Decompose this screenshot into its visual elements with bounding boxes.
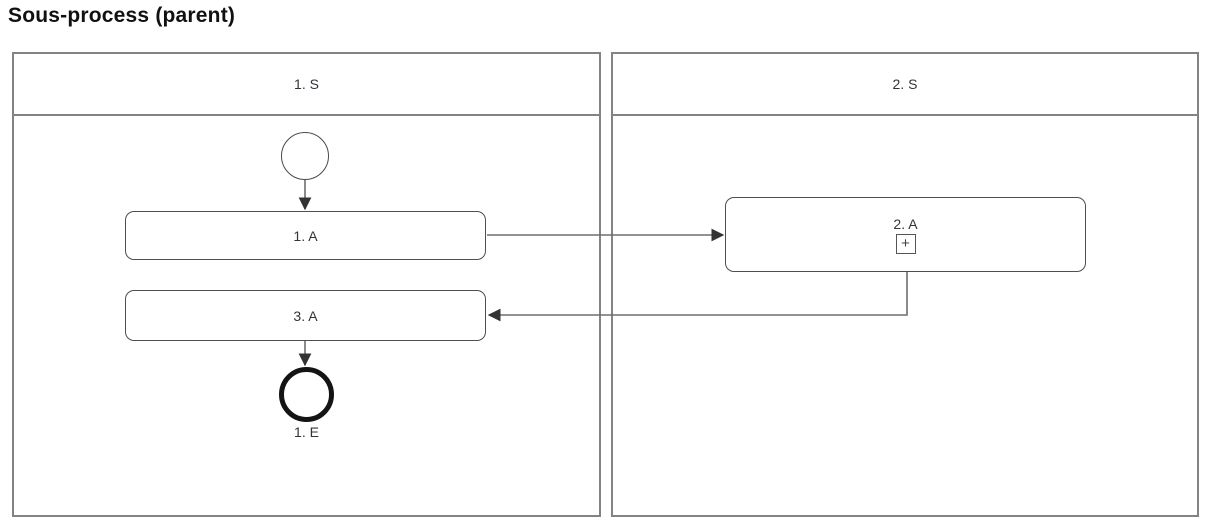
start-event[interactable] — [281, 132, 329, 180]
pool-1[interactable]: 1. S — [12, 52, 601, 517]
task-2-subprocess[interactable]: 2. A + — [725, 197, 1086, 272]
task-1[interactable]: 1. A — [125, 211, 486, 260]
pool-1-header: 1. S — [14, 54, 599, 116]
task-1-label: 1. A — [293, 227, 318, 244]
diagram-title: Sous-process (parent) — [8, 4, 236, 27]
pool-1-label: 1. S — [294, 76, 319, 92]
end-event[interactable] — [279, 367, 334, 422]
task-3[interactable]: 3. A — [125, 290, 486, 341]
pool-2-label: 2. S — [892, 76, 918, 92]
subprocess-expand-icon[interactable]: + — [895, 233, 916, 254]
end-event-label: 1. E — [294, 424, 319, 440]
pool-2[interactable]: 2. S — [611, 52, 1199, 517]
task-2-label: 2. A — [893, 215, 918, 232]
pool-2-header: 2. S — [613, 54, 1197, 116]
task-3-label: 3. A — [293, 307, 318, 324]
